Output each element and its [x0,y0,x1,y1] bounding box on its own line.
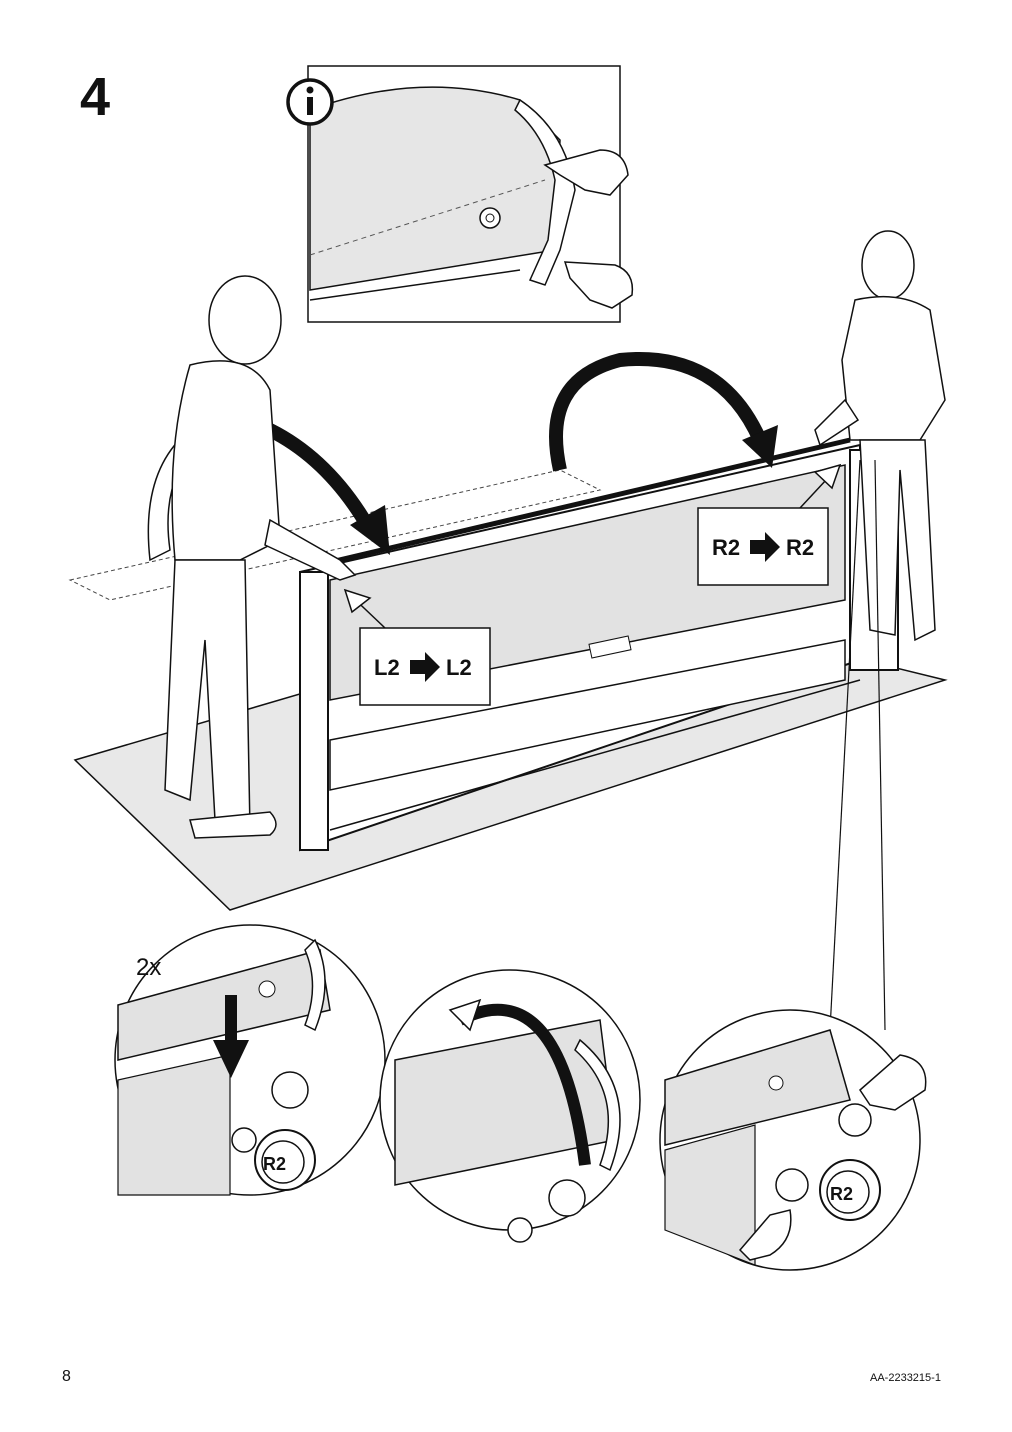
page-number: 8 [62,1368,71,1385]
right-arrow-icon [750,532,780,562]
step-number: 4 [80,67,111,127]
document-code: AA-2233215-1 [870,1372,941,1384]
detail-circle-2 [379,969,641,1243]
left-callout: L2 L2 [343,588,491,706]
right-callout-from: R2 [712,535,740,560]
detail-circle-1: R2 [114,924,386,1196]
detail-circle-3: R2 [659,1009,927,1271]
knob-label-a: R2 [263,1154,286,1174]
left-callout-from: L2 [374,655,400,680]
right-callout-to: R2 [786,535,814,560]
right-callout: R2 R2 [697,463,842,586]
person-left [164,275,357,839]
rotation-arrows [147,352,778,562]
info-inset [286,65,634,323]
info-circle-icon [286,78,334,126]
right-arrow-icon [410,652,440,682]
quantity-label: 2x [136,954,162,981]
person-right [814,230,946,642]
knob-label-b: R2 [830,1184,853,1204]
left-callout-to: L2 [446,655,472,680]
